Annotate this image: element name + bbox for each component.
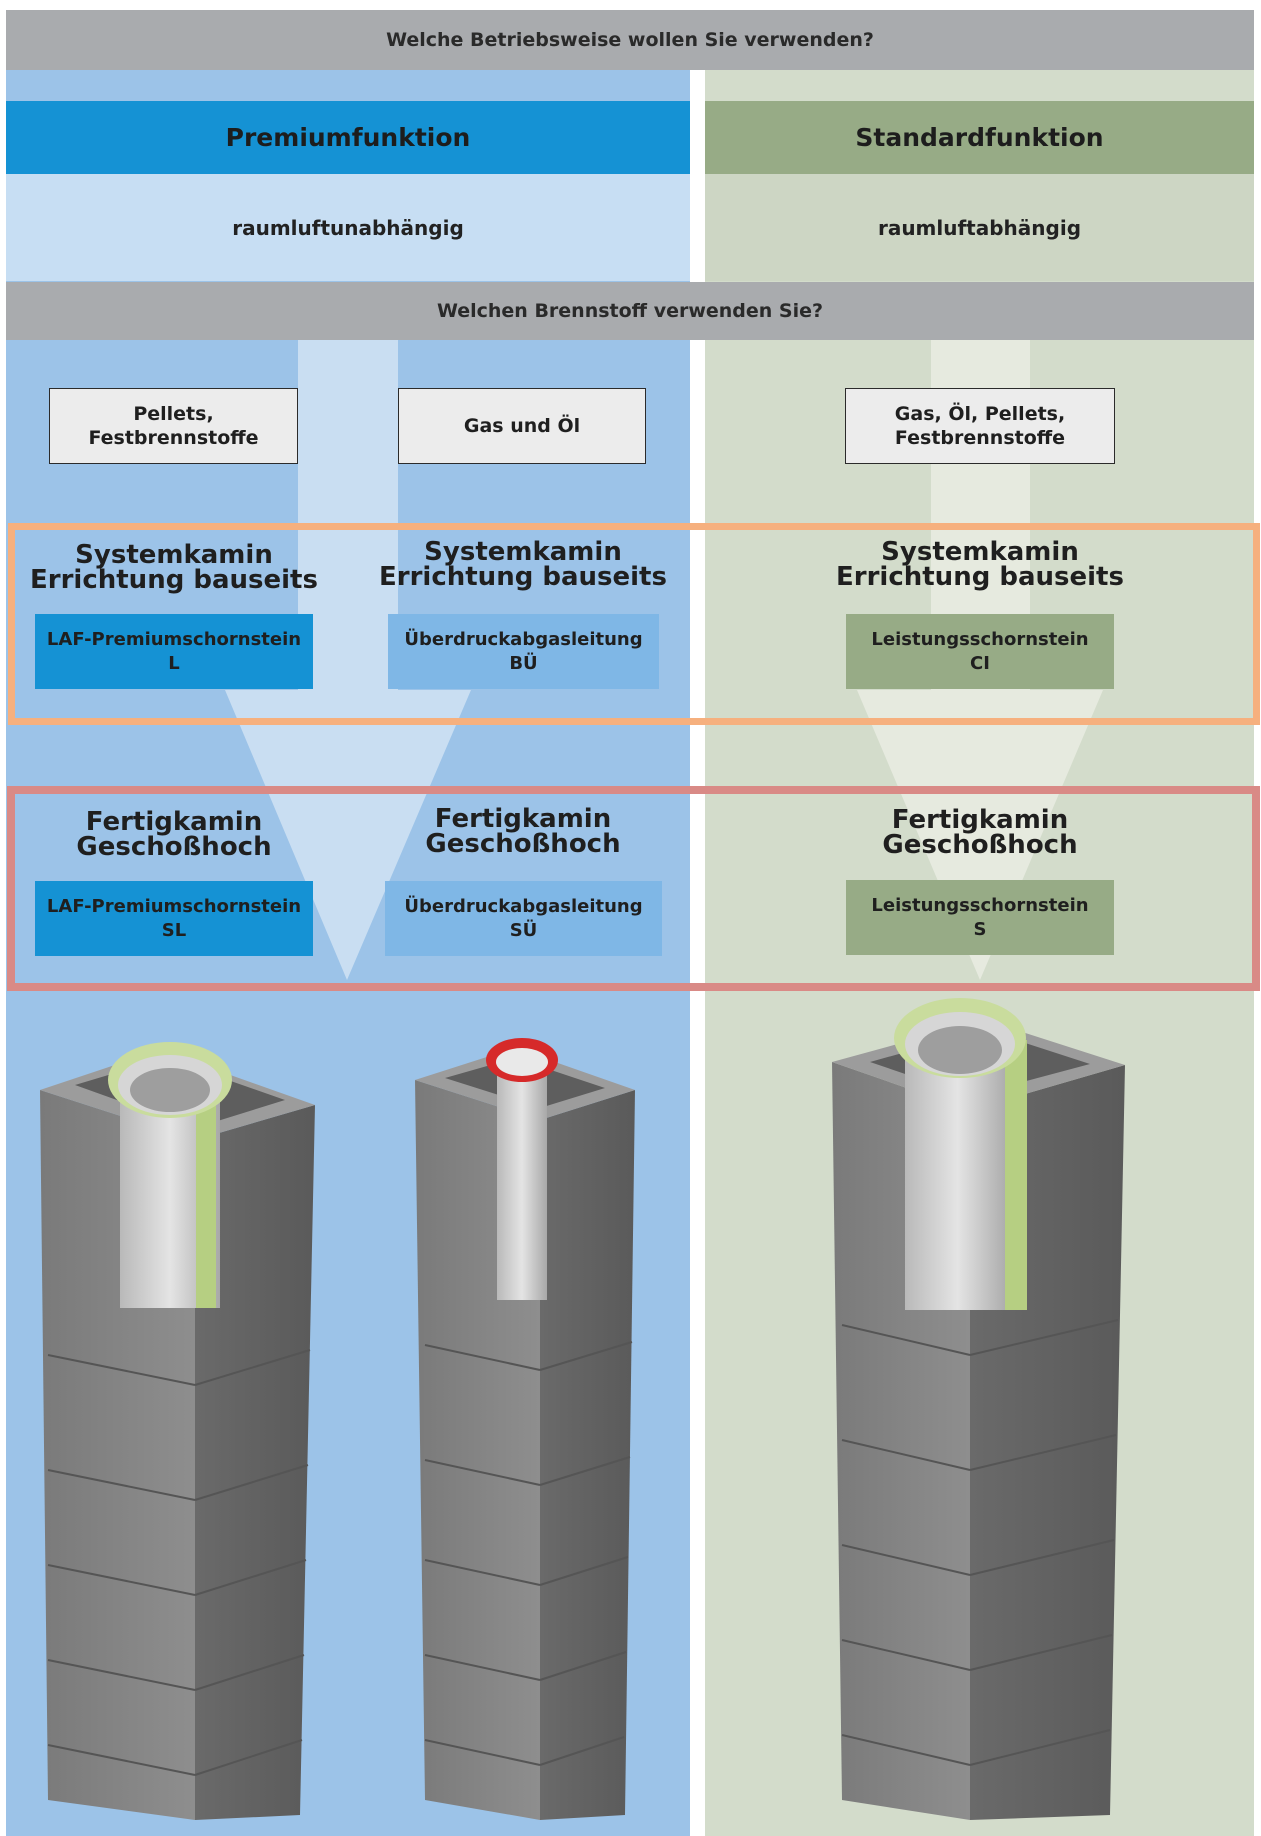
- standard-title: Standardfunktion: [855, 123, 1104, 152]
- product-laf-premium-sl: LAF-Premiumschornstein SL: [35, 881, 313, 956]
- systemkamin-label-standard: Systemkamin Errichtung bauseits: [836, 537, 1124, 592]
- fertigkamin-label-premium-1: Fertigkamin Geschoßhoch: [76, 807, 272, 862]
- question-mode-band: Welche Betriebsweise wollen Sie verwende…: [6, 10, 1254, 70]
- flow-arrow-premium: [225, 340, 471, 980]
- systemkamin-label-premium-2: Systemkamin Errichtung bauseits: [379, 537, 667, 592]
- product-ueberdruck-bu: Überdruckabgasleitung BÜ: [388, 614, 659, 689]
- standard-header: Standardfunktion: [705, 101, 1254, 174]
- systemkamin-label-premium-1: Systemkamin Errichtung bauseits: [30, 540, 318, 595]
- standard-subheader: raumluftabhängig: [705, 174, 1254, 281]
- product-leistung-ci: Leistungsschornstein CI: [846, 614, 1114, 689]
- fuel-box-gas-oil: Gas und Öl: [398, 388, 646, 464]
- fuel-box-pellets: Pellets, Festbrennstoffe: [49, 388, 298, 464]
- chimney-laf-premium: [40, 1042, 315, 1820]
- question-mode-text: Welche Betriebsweise wollen Sie verwende…: [386, 29, 874, 51]
- question-fuel-band: Welchen Brennstoff verwenden Sie?: [6, 282, 1254, 340]
- product-leistung-s: Leistungsschornstein S: [846, 880, 1114, 955]
- chimney-ueberdruck: [415, 1038, 635, 1820]
- chimney-leistung: [832, 998, 1125, 1820]
- premium-header: Premiumfunktion: [6, 101, 690, 174]
- product-laf-premium-l: LAF-Premiumschornstein L: [35, 614, 313, 689]
- premium-subtitle: raumluftunabhängig: [232, 215, 464, 240]
- premium-subheader: raumluftunabhängig: [6, 174, 690, 281]
- premium-title: Premiumfunktion: [225, 123, 471, 152]
- fertigkamin-label-standard: Fertigkamin Geschoßhoch: [882, 805, 1078, 860]
- product-ueberdruck-su: Überdruckabgasleitung SÜ: [385, 881, 662, 956]
- fertigkamin-label-premium-2: Fertigkamin Geschoßhoch: [425, 804, 621, 859]
- standard-subtitle: raumluftabhängig: [877, 215, 1082, 240]
- question-fuel-text: Welchen Brennstoff verwenden Sie?: [436, 300, 824, 322]
- fuel-box-all: Gas, Öl, Pellets, Festbrennstoffe: [845, 388, 1115, 464]
